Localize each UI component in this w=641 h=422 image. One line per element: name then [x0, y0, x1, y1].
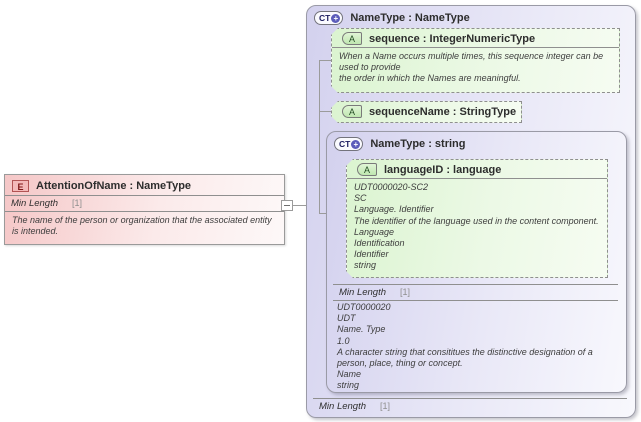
branch-line-sequencename — [319, 111, 331, 112]
minus-glyph — [284, 205, 290, 206]
attribute-node-sequence[interactable]: A sequence : IntegerNumericType When a N… — [331, 28, 620, 93]
attribute-header: A sequence : IntegerNumericType — [332, 29, 619, 48]
annotation-line: The identifier of the language used in t… — [354, 215, 599, 226]
attribute-icon: A — [342, 32, 362, 45]
facet-name: Min Length — [319, 401, 367, 412]
annotation-line: A character string that consititues the … — [337, 346, 593, 369]
facet-value: [1] — [72, 198, 83, 208]
facet-value: [1] — [380, 401, 391, 411]
ct-header: CT+ NameType : NameType — [307, 6, 635, 28]
complextype-node-nametype[interactable]: CT+ NameType : NameType A sequence : Int… — [306, 5, 636, 418]
attribute-node-languageid[interactable]: A languageID : language UDT0000020-SC2 S… — [346, 159, 608, 278]
annotation-line: Language — [354, 226, 395, 237]
ct-annotation: UDT0000020 UDT Name. Type 1.0 A characte… — [337, 302, 616, 392]
branch-line-inner-ct — [319, 213, 326, 214]
attribute-title: sequenceName : StringType — [369, 105, 517, 118]
annotation-line: UDT0000020 — [337, 302, 391, 312]
ct-title: NameType : string — [370, 138, 466, 150]
attribute-header: A languageID : language — [347, 160, 607, 179]
complextype-node-nametype-string[interactable]: CT+ NameType : string A languageID : lan… — [326, 131, 627, 393]
element-header: E AttentionOfName : NameType — [5, 175, 284, 195]
annotation-line: When a Name occurs multiple times, this … — [339, 51, 604, 73]
attribute-node-sequencename[interactable]: A sequenceName : StringType — [331, 101, 522, 123]
ct-title: NameType : NameType — [350, 12, 470, 24]
annotation-line: string — [337, 380, 360, 391]
element-annotation: The name of the person or organization t… — [12, 215, 272, 237]
facet-name: Min Length — [11, 198, 59, 209]
attribute-annotation: When a Name occurs multiple times, this … — [332, 48, 619, 87]
annotation-line: 1.0 — [337, 335, 350, 346]
complextype-icon: CT+ — [334, 137, 364, 151]
complextype-icon: CT+ — [314, 11, 344, 25]
attribute-title: languageID : language — [384, 163, 502, 176]
annotation-line: Identification — [354, 238, 405, 249]
facet-min-length: Min Length [1] — [5, 195, 284, 212]
ct-badge-text: CT — [319, 13, 331, 23]
annotation-line: UDT — [337, 313, 356, 324]
tree-spine-line — [319, 60, 320, 214]
annotation-line: Name — [337, 369, 362, 380]
facet-min-length: Min Length [1] — [333, 284, 618, 301]
element-icon: E — [12, 180, 29, 192]
connector-line — [293, 205, 318, 206]
attribute-icon: A — [357, 163, 377, 176]
annotation-line: the order in which the Names are meaning… — [339, 73, 521, 84]
annotation-line: SC — [354, 193, 367, 204]
facet-value: [1] — [400, 287, 411, 297]
annotation-line: Language. Identifier — [354, 204, 434, 215]
collapse-handle-icon[interactable] — [281, 200, 293, 211]
annotation-line: Identifier — [354, 249, 389, 260]
branch-line-sequence — [319, 60, 331, 61]
element-node-attentionofname[interactable]: E AttentionOfName : NameType Min Length … — [4, 174, 285, 245]
annotation-line: Name. Type — [337, 324, 386, 335]
element-title: AttentionOfName : NameType — [36, 180, 192, 192]
attribute-title: sequence : IntegerNumericType — [369, 32, 536, 45]
plus-icon: + — [351, 139, 361, 149]
attribute-icon: A — [342, 105, 362, 118]
plus-icon: + — [331, 13, 341, 23]
ct-header: CT+ NameType : string — [327, 132, 626, 154]
ct-badge-text: CT — [339, 139, 351, 149]
facet-min-length: Min Length [1] — [313, 398, 627, 414]
attribute-header: A sequenceName : StringType — [332, 102, 521, 120]
annotation-line: UDT0000020-SC2 — [354, 182, 429, 192]
annotation-line: string — [354, 260, 377, 271]
attribute-annotation: UDT0000020-SC2 SC Language. Identifier T… — [347, 179, 607, 274]
facet-name: Min Length — [339, 287, 387, 298]
